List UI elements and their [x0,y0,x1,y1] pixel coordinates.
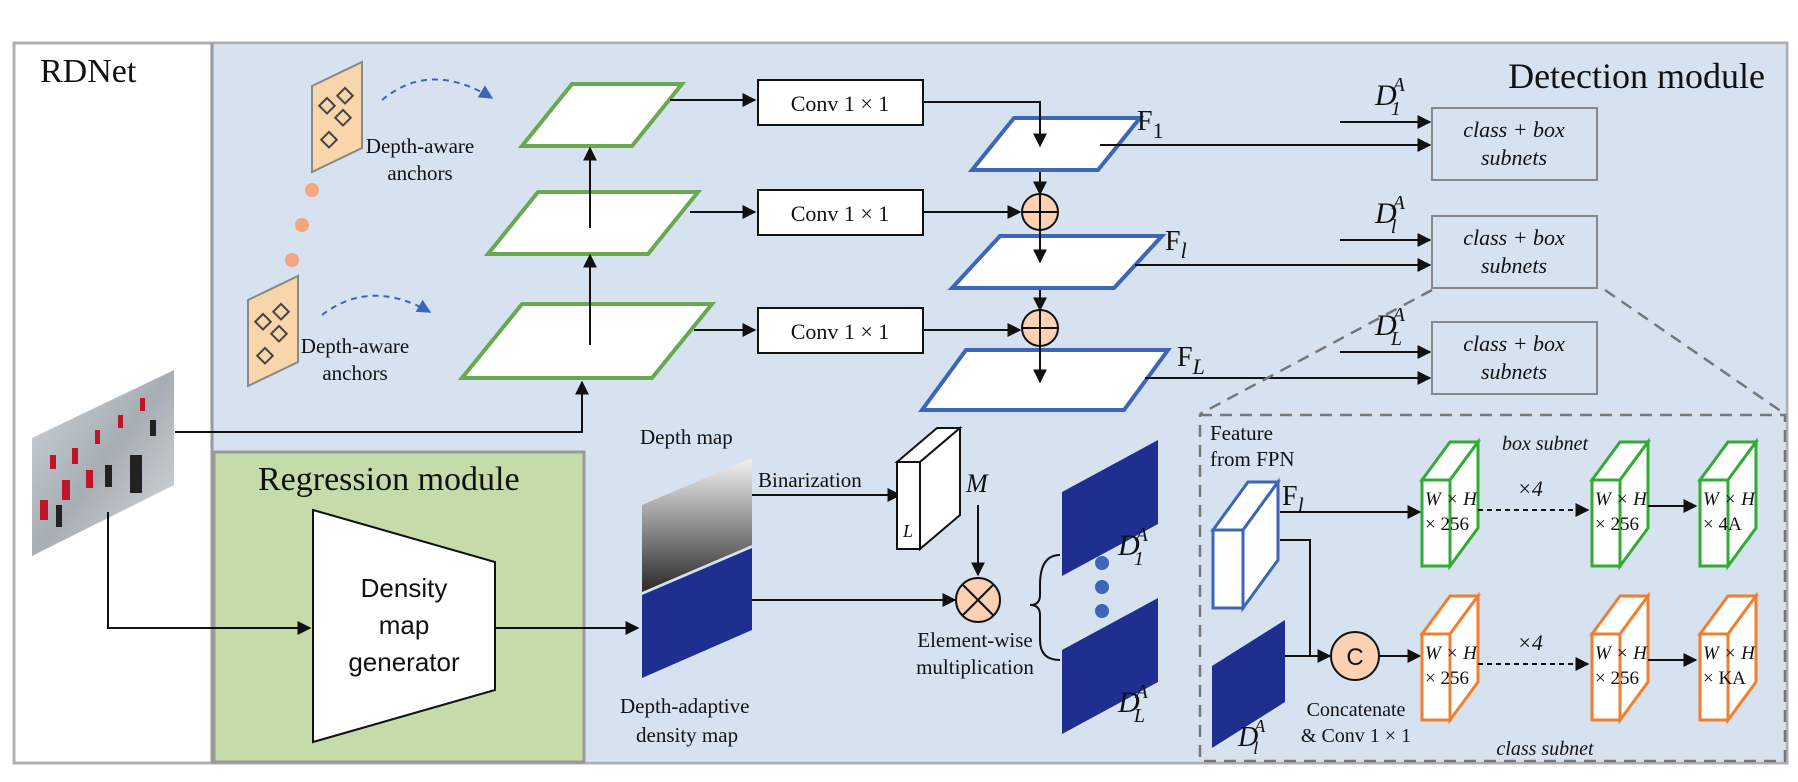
conv-box-bottom [757,307,924,354]
anchor-label-bottom-1: Depth-aware [301,334,409,358]
generator-line3: generator [348,647,460,677]
label-fl: Fl [1165,226,1187,263]
density-label-1: Depth-adaptive [620,694,749,718]
conv-box-top [757,79,924,126]
class-subnet-label: class subnet [1496,738,1594,760]
class-b2-wh: W × H [1595,643,1648,664]
input-to-generator-arrow [107,512,312,635]
conv-label-top: Conv 1 × 1 [791,91,890,116]
depth-map-label: Depth map [640,425,733,449]
subnet-1-line1: class + box [1463,117,1565,142]
box-times4: ×4 [1517,476,1543,501]
class-times4: ×4 [1517,630,1543,655]
generator-line2: map [379,610,430,640]
class-b1-wh: W × H [1425,643,1478,664]
density-map-image [642,548,752,678]
anchor-label-top-2: anchors [387,161,452,185]
subnet-detail-inset [1198,413,1787,763]
binarization-label: Binarization [758,468,862,492]
density-output-L [1062,598,1158,734]
fpn-plane-fL [918,348,1172,412]
box-subnet-label: box subnet [1502,433,1589,455]
concat-label-1: Concatenate [1307,699,1406,721]
box-subnet-block-2 [1589,437,1651,571]
ew-label-2: multiplication [916,655,1034,679]
conv-label-mid: Conv 1 × 1 [791,201,890,226]
conv-label-bottom: Conv 1 × 1 [791,319,890,344]
anchor-block-bottom [247,274,299,388]
subnet-box-L [1431,321,1598,395]
subnet-l-line2: subnets [1481,253,1547,278]
box-b2-wh: W × H [1595,489,1648,510]
anchor-arrow-bottom [321,294,432,316]
concat-label-2: & Conv 1 × 1 [1301,725,1411,747]
class-b3-c: × KA [1703,668,1746,689]
output-brace [1029,554,1061,661]
anchor-label-bottom-2: anchors [322,361,387,385]
detection-module-title: Detection module [1508,56,1765,96]
anchor-arrow-top [381,78,494,101]
fpn-plane-fl [947,234,1167,290]
input-to-backbone-arrow [175,380,589,433]
density-label-2: density map [636,723,738,747]
fpn-feature-block [1210,477,1281,613]
subnet-1-line2: subnets [1481,145,1547,170]
generator-line1: Density [361,573,448,603]
box-b2-c: × 256 [1595,514,1639,535]
label-f1: F1 [1137,106,1164,143]
density-map-generator [312,508,496,744]
concat-c-label: C [1346,644,1363,671]
class-b3-wh: W × H [1703,643,1756,664]
fpn-plane-f1 [967,116,1145,172]
class-subnet-block-1 [1419,591,1481,725]
binary-mask-cube [894,425,963,552]
mask-L-label: L [902,521,913,541]
subnet-box-1 [1431,107,1598,181]
box-b3-c: × 4A [1703,514,1742,535]
class-subnet-block-2 [1589,591,1651,725]
box-b1-c: × 256 [1425,514,1469,535]
anchor-ellipsis-dots [285,183,319,267]
mask-M-label: M [965,469,989,498]
class-subnet-block-3 [1697,591,1759,725]
subnet-L-line1: class + box [1463,331,1565,356]
backbone-plane-top [517,82,687,148]
feature-label-1: Feature [1210,421,1273,445]
class-b1-c: × 256 [1425,668,1469,689]
subnet-l-line1: class + box [1463,225,1565,250]
subnet-L-line2: subnets [1481,359,1547,384]
class-b2-c: × 256 [1595,668,1639,689]
density-output-1 [1062,440,1158,576]
input-crowd-image [32,370,174,556]
label-fL: FL [1177,342,1205,379]
ew-label-1: Element-wise [917,628,1032,652]
inset-density-map [1212,620,1285,748]
box-b3-wh: W × H [1703,489,1756,510]
regression-module-title: Regression module [258,461,520,498]
anchor-block-top [311,60,363,174]
backbone-plane-bottom [457,302,717,380]
box-b1-wh: W × H [1425,489,1478,510]
subnet-box-l [1431,215,1598,289]
output-ellipsis-dots [1095,556,1109,618]
inset-label-fl: Fl [1282,481,1304,518]
box-subnet-block-3 [1697,437,1759,571]
depth-map-image [642,458,752,592]
anchor-label-top-1: Depth-aware [366,134,474,158]
feature-label-2: from FPN [1210,447,1295,471]
box-subnet-block-1 [1419,437,1481,571]
rdnet-title: RDNet [40,53,137,90]
